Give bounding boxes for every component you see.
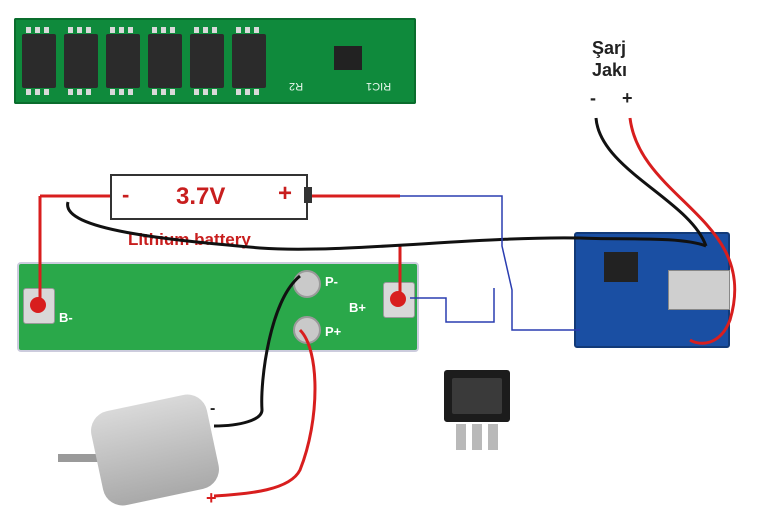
wire-switch-blue-2 bbox=[410, 288, 495, 323]
switch-pin bbox=[472, 424, 482, 450]
switch-pin bbox=[456, 424, 466, 450]
charge-jack-title-line2: Jakı bbox=[592, 60, 628, 80]
charge-jack-title-line1: Şarj bbox=[592, 38, 627, 58]
wire-black-battery-to-charger bbox=[66, 201, 707, 251]
wire-motor-plus bbox=[213, 328, 317, 498]
label-b-plus: B+ bbox=[349, 300, 366, 315]
motor-plus-label: + bbox=[206, 488, 217, 508]
mosfet-chip bbox=[148, 27, 182, 95]
motor-minus-label: - bbox=[210, 400, 216, 417]
battery-voltage-label: 3.7V bbox=[176, 183, 226, 210]
rocker-switch-button bbox=[452, 378, 502, 414]
mosfet-chip bbox=[232, 27, 266, 95]
label-b-minus: B- bbox=[59, 310, 73, 325]
protection-ic-board: R2 RIC1 bbox=[14, 18, 416, 104]
control-ic bbox=[334, 46, 362, 70]
wire-jack-plus bbox=[628, 117, 737, 345]
solder-point-b-minus bbox=[30, 297, 46, 313]
label-p-minus: P- bbox=[325, 274, 338, 289]
label-p-plus: P+ bbox=[325, 324, 342, 339]
motor-shaft bbox=[58, 454, 100, 462]
wire-jack-minus bbox=[594, 117, 708, 247]
lithium-battery: - 3.7V + bbox=[110, 174, 308, 220]
switch-pin bbox=[488, 424, 498, 450]
charge-jack-minus-label: - bbox=[590, 88, 596, 108]
battery-minus-label: - bbox=[122, 182, 130, 207]
battery-terminal-cap bbox=[304, 187, 312, 203]
mosfet-chip bbox=[64, 27, 98, 95]
mosfet-chip bbox=[22, 27, 56, 95]
charger-ic bbox=[604, 252, 638, 282]
mosfet-chip bbox=[106, 27, 140, 95]
wire-switch-blue bbox=[400, 195, 580, 331]
mosfet-chip bbox=[190, 27, 224, 95]
battery-plus-label: + bbox=[278, 180, 293, 207]
mini-usb-port bbox=[668, 270, 730, 310]
solder-point-b-plus bbox=[390, 291, 406, 307]
wire-motor-minus bbox=[213, 274, 301, 428]
charge-jack-plus-label: + bbox=[622, 88, 633, 108]
